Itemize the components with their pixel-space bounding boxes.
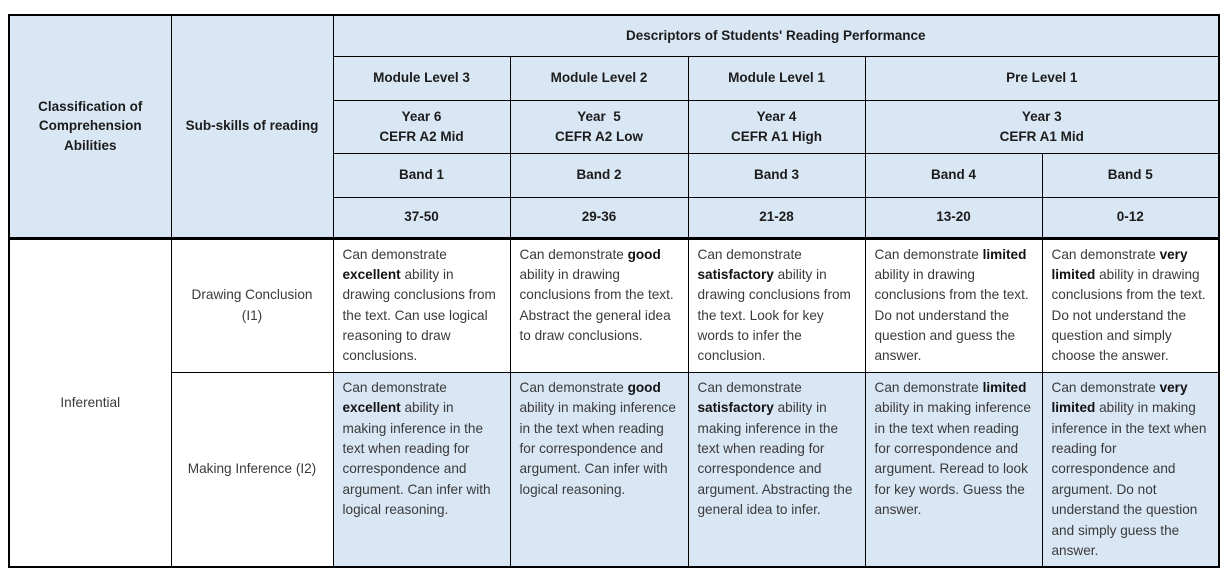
year-4-cell: Year 4 CEFR A1 High [687,99,866,154]
score-range-band-2: 29-36 [509,196,689,240]
classification-column-header: Classification of Comprehension Abilitie… [8,14,172,240]
year-6-label: Year 6 [401,108,442,124]
year-5-cefr: CEFR A2 Low [554,128,643,144]
subskills-column-header: Sub-skills of reading [170,14,334,240]
band-2-header: Band 2 [509,152,689,198]
score-range-band-5: 0-12 [1041,196,1220,240]
descriptor-drawing-conclusion-band-5: Can demonstrate very limited ability in … [1041,237,1220,373]
descriptor-making-inference-band-2: Can demonstrate good ability in making i… [509,371,689,568]
module-level-3-header: Module Level 3 [332,55,511,101]
band-4-header: Band 4 [864,152,1043,198]
subskill-making-inference: Making Inference (I2) [170,371,334,568]
descriptor-drawing-conclusion-band-2: Can demonstrate good ability in drawing … [509,237,689,373]
band-5-header: Band 5 [1041,152,1220,198]
descriptor-making-inference-band-4: Can demonstrate limited ability in makin… [864,371,1043,568]
descriptor-making-inference-band-5: Can demonstrate very limited ability in … [1041,371,1220,568]
subskill-drawing-conclusion: Drawing Conclusion (I1) [170,237,334,373]
band-3-header: Band 3 [687,152,866,198]
score-range-band-3: 21-28 [687,196,866,240]
descriptor-drawing-conclusion-band-3: Can demonstrate satisfactory ability in … [687,237,866,373]
year-4-label: Year 4 [756,108,797,124]
year-3-cefr: CEFR A1 Mid [999,128,1084,144]
score-range-band-4: 13-20 [864,196,1043,240]
year-3-label: Year 3 [1021,108,1062,124]
pre-level-1-header: Pre Level 1 [864,55,1220,101]
descriptor-making-inference-band-1: Can demonstrate excellent ability in mak… [332,371,511,568]
band-1-header: Band 1 [332,152,511,198]
year-5-cell: Year 5 CEFR A2 Low [509,99,689,154]
year-3-cell: Year 3 CEFR A1 Mid [864,99,1220,154]
classification-value-inferential: Inferential [8,237,172,568]
descriptors-title: Descriptors of Students' Reading Perform… [332,14,1220,57]
module-level-2-header: Module Level 2 [509,55,689,101]
score-range-band-1: 37-50 [332,196,511,240]
year-6-cefr: CEFR A2 Mid [379,128,464,144]
descriptor-drawing-conclusion-band-4: Can demonstrate limited ability in drawi… [864,237,1043,373]
descriptor-making-inference-band-3: Can demonstrate satisfactory ability in … [687,371,866,568]
year-5-label: Year 5 [577,108,621,124]
module-level-1-header: Module Level 1 [687,55,866,101]
descriptor-drawing-conclusion-band-1: Can demonstrate excellent ability in dra… [332,237,511,373]
reading-performance-rubric-table: Classification of Comprehension Abilitie… [8,14,1221,568]
year-4-cefr: CEFR A1 High [731,128,822,144]
year-6-cell: Year 6 CEFR A2 Mid [332,99,511,154]
